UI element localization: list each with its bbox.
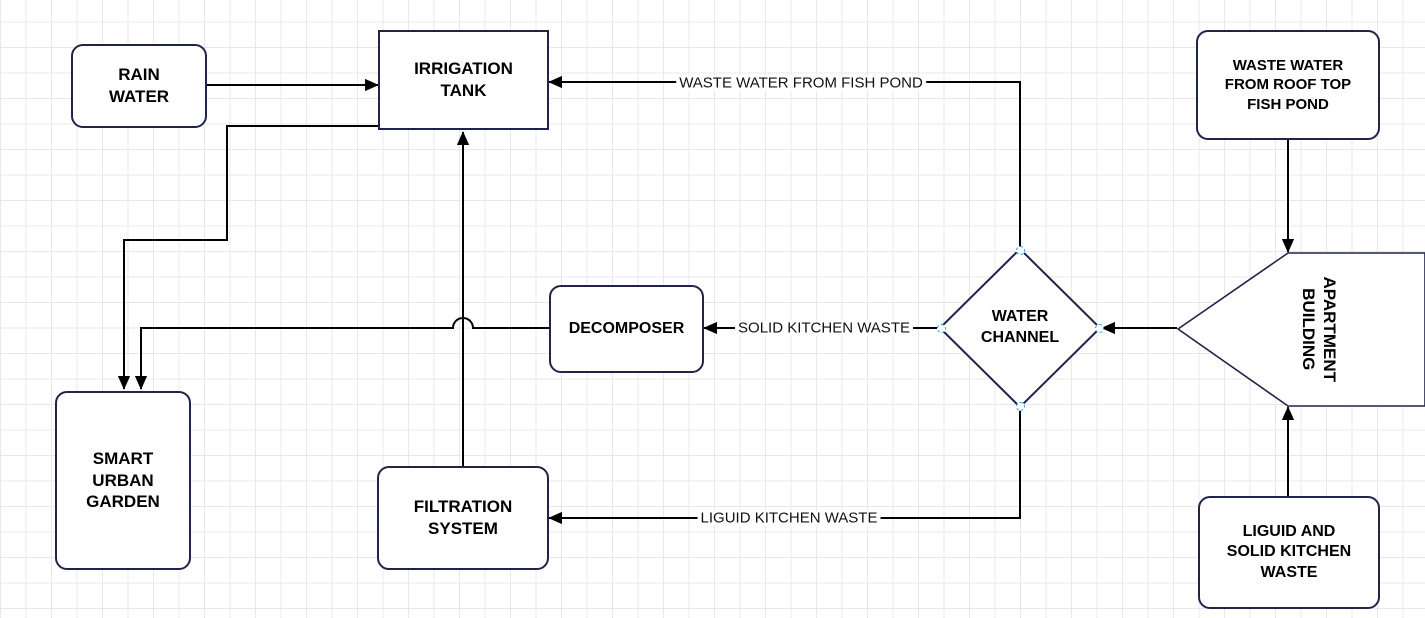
node-rain-water[interactable]: RAIN WATER [71, 44, 207, 128]
edge-label-channel-to-filtration: LIGUID KITCHEN WASTE [697, 510, 881, 526]
cp-channel-bottom[interactable] [1015, 401, 1025, 411]
edge-tank-to-garden[interactable] [117, 125, 378, 390]
edge-channel-to-filtration[interactable] [548, 409, 1021, 525]
cp-channel-top[interactable] [1015, 245, 1025, 255]
node-apartment-building[interactable]: APARTMENT BUILDING [1176, 252, 1425, 407]
node-decomposer[interactable]: DECOMPOSER [549, 285, 704, 373]
node-liguid-and-solid-kitchen-waste[interactable]: LIGUID AND SOLID KITCHEN WASTE [1198, 496, 1380, 609]
edge-channel-to-tank[interactable] [548, 75, 1021, 247]
cp-channel-left[interactable] [936, 323, 946, 333]
cp-channel-right[interactable] [1094, 323, 1104, 333]
node-water-channel[interactable]: WATER CHANNEL [938, 247, 1102, 409]
node-waste-water-roof-fish-pond[interactable]: WASTE WATER FROM ROOF TOP FISH POND [1196, 30, 1380, 140]
node-smart-urban-garden[interactable]: SMART URBAN GARDEN [55, 391, 191, 570]
node-filtration-system[interactable]: FILTRATION SYSTEM [377, 466, 549, 570]
water-channel-diamond-shape [938, 247, 1102, 409]
edge-label-channel-to-tank: WASTE WATER FROM FISH POND [676, 75, 926, 91]
edge-label-channel-to-decomposer: SOLID KITCHEN WASTE [735, 320, 913, 336]
node-irrigation-tank[interactable]: IRRIGATION TANK [378, 30, 549, 130]
edge-decomposer-to-garden[interactable] [134, 317, 549, 390]
apartment-building-pentagon-shape [1176, 252, 1425, 407]
